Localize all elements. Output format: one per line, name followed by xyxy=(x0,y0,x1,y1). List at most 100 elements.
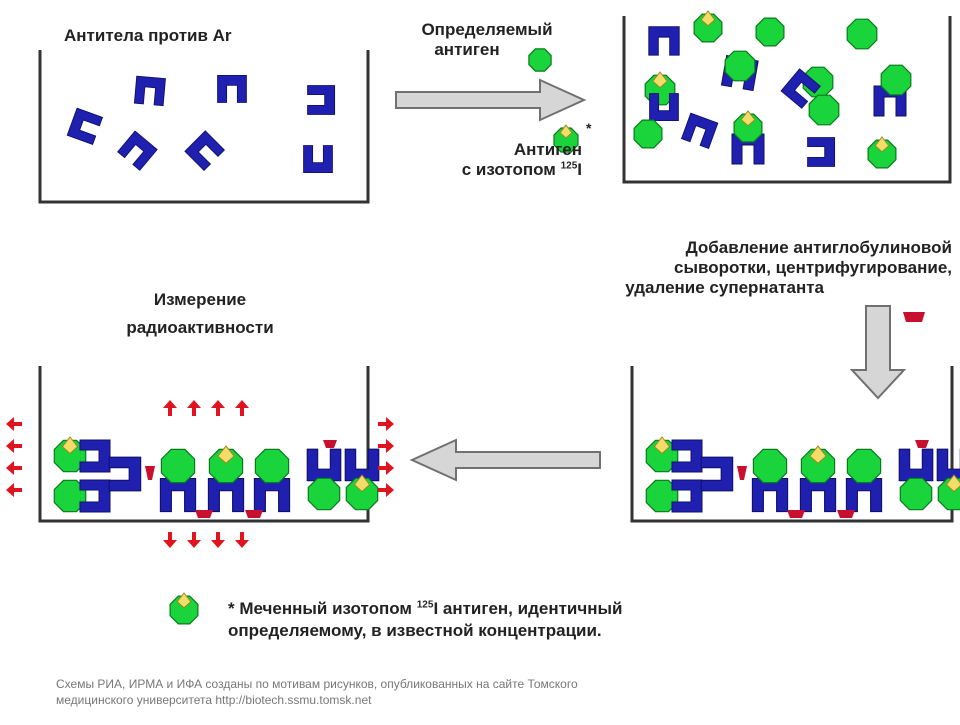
antibody-shape xyxy=(133,75,166,107)
radiation-arrow xyxy=(163,400,177,416)
radiation-arrow xyxy=(187,532,201,548)
antigen-shape xyxy=(254,448,290,484)
labeled-antigen-line1: Антиген xyxy=(513,140,582,159)
antibody-shape xyxy=(731,133,765,165)
antibody-shape xyxy=(303,145,333,174)
step2-line1: Добавление антиглобулиновой xyxy=(685,238,952,257)
antiglobulin-shape xyxy=(837,510,855,518)
antigen-shape xyxy=(755,17,785,47)
labeled-antigen-shape xyxy=(553,124,579,153)
radiation-arrow xyxy=(378,417,394,431)
antibody-shape xyxy=(79,439,111,473)
vessel-4 xyxy=(630,366,954,523)
precipitate-centrifuged xyxy=(645,436,960,518)
radiation-arrow xyxy=(6,483,22,497)
measure-line1: Измерение xyxy=(153,290,247,309)
vessel-3 xyxy=(38,366,370,523)
antigen-shape xyxy=(899,477,933,511)
vessel-2 xyxy=(622,16,952,184)
labeled-antigen-shape xyxy=(169,592,199,625)
labeled-antigen-shape xyxy=(208,445,244,484)
radiation-arrow xyxy=(6,417,22,431)
antibody-shape xyxy=(898,448,934,482)
antibody-shape xyxy=(680,112,719,150)
antibody-shape xyxy=(184,130,226,172)
antigen-shape xyxy=(808,94,840,126)
antibody-shape xyxy=(799,478,837,513)
labeled-antigen-shape xyxy=(937,474,960,511)
labeled-antigen-shape xyxy=(693,10,723,43)
labeled-antigen-star: * xyxy=(586,120,592,136)
antiglobulin-shape xyxy=(915,440,929,448)
antigen-shape xyxy=(846,448,882,484)
legend-line2: определяемому, в известной концентрации. xyxy=(228,621,602,640)
antigen-shape xyxy=(846,18,878,50)
source-credit: Схемы РИА, ИРМА и ИФА созданы по мотивам… xyxy=(56,676,578,708)
credit-line2: медицинского университета http://biotech… xyxy=(56,693,372,707)
antigen-shape xyxy=(880,64,912,96)
radiation-arrows xyxy=(6,400,394,548)
labeled-antigen-shape xyxy=(733,110,763,143)
antiglobulin-shape xyxy=(903,312,925,322)
legend-line1: * Меченный изотопом 125I антиген, иденти… xyxy=(228,599,623,618)
antigen-shape xyxy=(752,448,788,484)
labeled-antigen-shape xyxy=(867,136,897,169)
radiation-arrow xyxy=(6,439,22,453)
antibody-shape xyxy=(66,107,104,146)
arrow-down xyxy=(849,305,907,400)
antibody-shape xyxy=(307,85,336,115)
labeled-antigen-shape xyxy=(345,474,379,511)
legend-glyphs xyxy=(169,48,925,625)
radiation-arrow xyxy=(378,439,394,453)
arrow1-line1: Определяемый xyxy=(421,20,553,39)
antigen-shape xyxy=(724,50,756,82)
vessel-1 xyxy=(38,50,370,204)
antibody-shape xyxy=(344,448,380,482)
antiglobulin-shape xyxy=(245,510,263,518)
antibody-shape xyxy=(751,478,789,513)
radiation-arrow xyxy=(6,461,22,475)
antibody-shape xyxy=(807,137,836,167)
credit-line1: Схемы РИА, ИРМА и ИФА созданы по мотивам… xyxy=(56,677,578,691)
antibody-shape xyxy=(306,448,342,482)
arrow-left xyxy=(409,438,601,482)
antibody-shape xyxy=(159,478,197,513)
antigen-antibody-mixture xyxy=(633,10,912,169)
antigen-shape xyxy=(160,448,196,484)
antibody-shape xyxy=(671,439,703,473)
free-antibodies xyxy=(66,74,336,174)
antiglobulin-shape xyxy=(323,440,337,448)
radiation-arrow xyxy=(378,461,394,475)
antigen-shape xyxy=(307,477,341,511)
antigen-shape xyxy=(633,119,663,149)
arrow-right xyxy=(395,78,587,122)
antibody-shape xyxy=(207,478,245,513)
antiglobulin-shape xyxy=(195,510,213,518)
antibody-shape xyxy=(648,26,680,56)
step2-line3: удаление супернатанта xyxy=(625,278,824,297)
precipitate-measured xyxy=(53,436,380,518)
antibody-shape xyxy=(936,448,960,482)
antibody-shape xyxy=(700,456,734,492)
radiation-arrow xyxy=(163,532,177,548)
labeled-antigen-shape xyxy=(800,445,836,484)
antibody-shape xyxy=(253,478,291,513)
antiglobulin-shape xyxy=(787,510,805,518)
labeled-antigen-line2: с изотопом 125I xyxy=(461,160,582,179)
radiation-arrow xyxy=(187,400,201,416)
antibody-shape xyxy=(217,74,247,103)
antigen-shape xyxy=(528,48,552,72)
antibody-shape xyxy=(649,93,679,122)
antibody-shape xyxy=(845,478,883,513)
panel1-title: Антитела против Ar xyxy=(64,26,232,45)
step2-label: Добавление антиглобулиновой сыворотки, ц… xyxy=(560,238,952,298)
radiation-arrow xyxy=(211,532,225,548)
antibody-shape xyxy=(780,68,821,109)
measure-line2: радиоактивности xyxy=(126,318,274,337)
radiation-arrow xyxy=(235,532,249,548)
arrow1-label: Определяемый антиген xyxy=(392,20,582,60)
antiglobulin-shape xyxy=(737,466,747,480)
step2-line2: сыворотки, центрифугирование, xyxy=(674,258,952,277)
